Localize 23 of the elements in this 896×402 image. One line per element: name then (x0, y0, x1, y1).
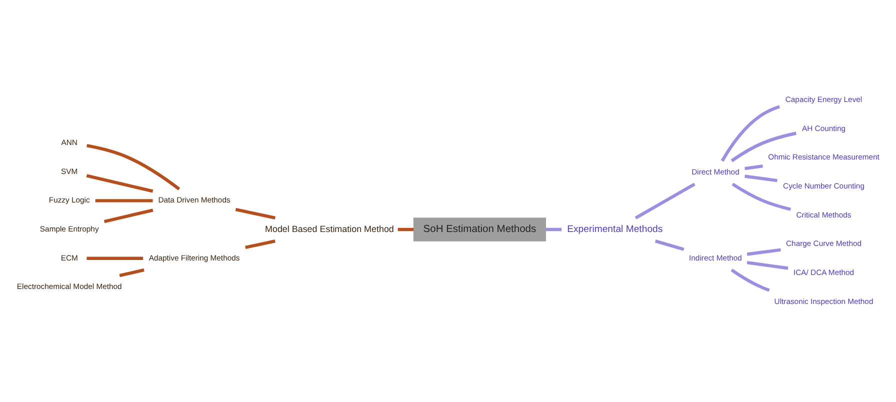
connector (86, 174, 154, 193)
connector (654, 240, 684, 251)
connector (86, 256, 144, 260)
connector (730, 132, 796, 162)
connector (746, 261, 788, 270)
connector (720, 105, 780, 162)
connector (744, 174, 778, 182)
node-text: Model Based Estimation Method (265, 224, 394, 234)
node-text: Experimental Methods (567, 224, 663, 235)
connector (245, 240, 276, 250)
connector (730, 268, 770, 292)
connector (546, 228, 562, 232)
connector (104, 208, 154, 224)
connector (634, 182, 696, 220)
connector (95, 199, 153, 202)
connector (744, 164, 763, 170)
connector (86, 144, 180, 190)
connector (732, 182, 792, 211)
connector (398, 228, 414, 232)
connector (235, 208, 276, 220)
connector (119, 268, 144, 278)
connector (746, 248, 781, 256)
node-box: SoH Estimation Methods (413, 218, 546, 242)
